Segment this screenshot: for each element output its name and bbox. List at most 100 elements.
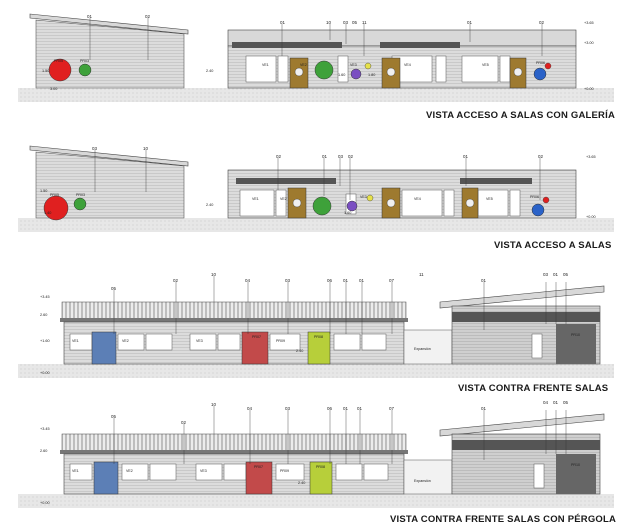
right-door <box>533 463 545 489</box>
right-dark-panel <box>556 324 596 364</box>
callout-number: 01 <box>467 20 473 25</box>
dimension-label: +3.45 <box>40 295 50 299</box>
callout-number: 01 <box>359 278 365 283</box>
right-shed-roof <box>439 413 605 437</box>
elevation-1-galeria <box>18 13 614 102</box>
dimension-label: 2.40 <box>206 203 213 207</box>
caption-elevation-2: VISTA ACCESO A SALAS <box>494 240 612 251</box>
callout-number: 02 <box>539 20 545 25</box>
elevation-2-acceso <box>18 145 614 232</box>
left-volume <box>35 151 185 219</box>
pergola-slats <box>61 433 407 453</box>
elevation-3-contra-frente <box>18 276 614 378</box>
dimension-label: 2.40 <box>298 481 305 485</box>
dimension-label: +3.45 <box>40 427 50 431</box>
window-circle-yellow <box>364 62 372 70</box>
right-shed-roof <box>439 285 605 309</box>
leader-lines <box>89 18 543 60</box>
callout-number: 04 <box>543 400 549 405</box>
element-label: PR08 <box>316 465 325 469</box>
dimension-label: +3.65 <box>584 21 594 25</box>
element-label: PR03 <box>76 193 85 197</box>
pergola-beam <box>60 318 408 322</box>
window-circle-green <box>78 63 92 77</box>
right-fascia-dark <box>452 312 600 322</box>
dimension-label: 1.50 <box>42 69 49 73</box>
pergola-beam <box>60 450 408 454</box>
element-label: VE2 <box>280 197 287 201</box>
window-circle-red <box>43 195 69 221</box>
window-circle-green <box>312 196 332 216</box>
window-circle-purple <box>346 200 358 212</box>
fascia-dark-2 <box>380 42 460 48</box>
door-porthole <box>292 198 302 208</box>
callout-number: 01 <box>343 278 349 283</box>
callout-number: 03 <box>285 406 291 411</box>
window-circle-green <box>314 60 334 80</box>
callout-number: 02 <box>538 154 544 159</box>
callout-number: 05 <box>563 400 569 405</box>
door-lime <box>309 461 333 495</box>
element-label: VE5 <box>482 63 489 67</box>
callout-number: 01 <box>553 272 559 277</box>
dimension-label: +3.65 <box>586 155 596 159</box>
door-porthole <box>465 198 475 208</box>
element-label: VE5 <box>486 197 493 201</box>
callout-number: 03 <box>338 154 344 159</box>
callout-number: 01 <box>87 14 93 19</box>
door-porthole <box>386 198 396 208</box>
dimension-label: 2.60 <box>40 313 47 317</box>
window-group-2 <box>239 189 521 217</box>
ground-strip <box>18 88 614 102</box>
window-circle-green <box>73 197 87 211</box>
door-porthole <box>386 67 396 77</box>
element-label: PR10 <box>571 463 580 467</box>
connector-wall <box>403 329 453 365</box>
element-label: VE3 <box>360 195 367 199</box>
shed-roof <box>29 145 189 167</box>
left-volume <box>35 19 185 89</box>
dimension-label: 1.60 <box>338 73 345 77</box>
leader-lines <box>113 406 567 464</box>
element-label: PR10 <box>571 333 580 337</box>
element-label: PR06 <box>536 61 545 65</box>
element-label: VE2 <box>300 63 307 67</box>
dimension-label: 1.80 <box>368 73 375 77</box>
callout-number: 01 <box>343 406 349 411</box>
pergola-slats <box>61 301 407 321</box>
callout-number: 01 <box>322 154 328 159</box>
element-label: PR05 <box>50 193 59 197</box>
ground-strip <box>18 364 614 378</box>
callout-number: 02 <box>181 420 187 425</box>
window-circle-yellow <box>366 194 374 202</box>
shed-roof <box>29 13 189 35</box>
callout-number: 11 <box>419 272 424 277</box>
fascia-dark <box>236 178 336 184</box>
door-blue <box>91 331 117 365</box>
element-label: VE1 <box>72 469 79 473</box>
callout-number: 10 <box>211 272 217 277</box>
door-red <box>245 461 273 495</box>
dimension-label: +0.00 <box>584 87 594 91</box>
element-label: Expansión <box>414 347 431 351</box>
callout-number: 07 <box>389 406 395 411</box>
callout-number: 02 <box>348 154 354 159</box>
element-label: PR03 <box>80 59 89 63</box>
element-label: PR07 <box>254 465 263 469</box>
callout-number: 02 <box>173 278 179 283</box>
element-label: VE3 <box>200 469 207 473</box>
callout-number: 04 <box>247 406 253 411</box>
window-circle-red <box>48 58 72 82</box>
callout-number: 11 <box>362 20 367 25</box>
dimension-label: +0.00 <box>40 501 50 505</box>
dimension-label: +0.00 <box>586 215 596 219</box>
element-label: PR08 <box>314 335 323 339</box>
element-label: VE1 <box>252 197 259 201</box>
element-label: VE4 <box>404 63 411 67</box>
leader-lines <box>94 150 541 200</box>
dimension-label: +3.00 <box>584 41 594 45</box>
window-circle-blue <box>533 67 547 81</box>
window-circle-red-small <box>542 196 550 204</box>
